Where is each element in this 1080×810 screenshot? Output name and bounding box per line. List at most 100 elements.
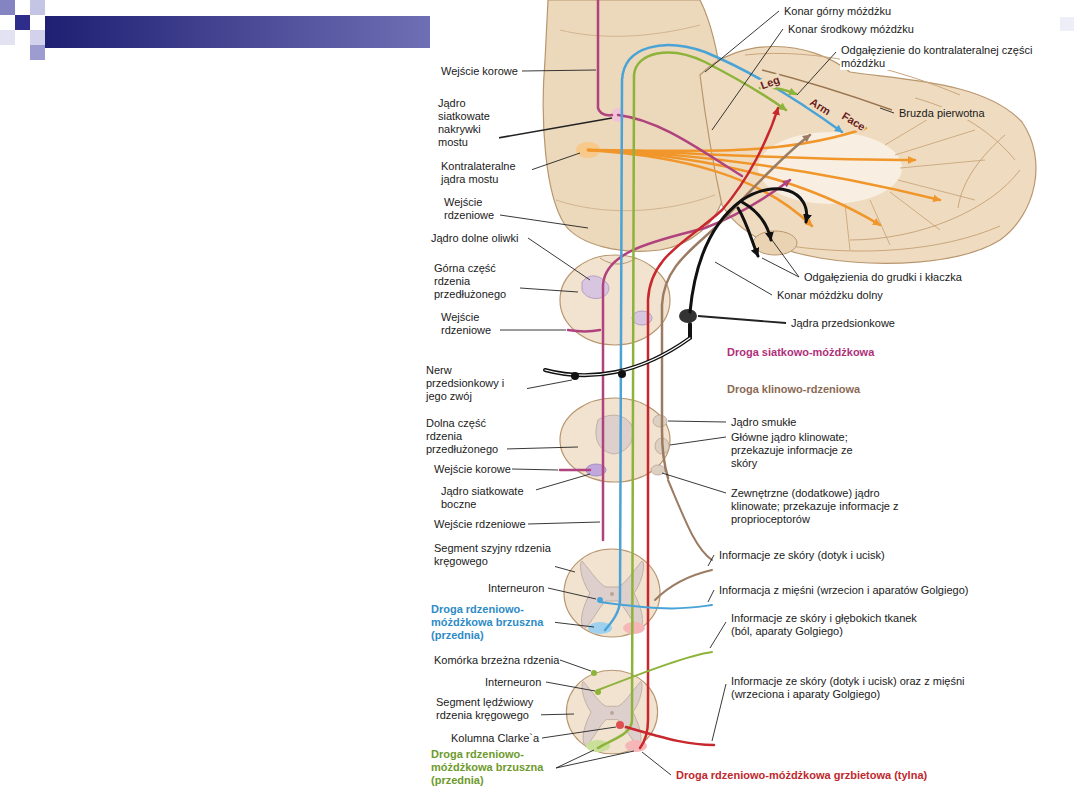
slide-decoration	[45, 16, 430, 48]
tract	[618, 115, 742, 176]
medulla-section	[560, 398, 670, 482]
structure-label: Wejście rdzeniowe	[433, 518, 527, 531]
leader-line	[712, 29, 783, 130]
structure-label: Konar móżdżku dolny	[776, 289, 884, 302]
tract	[662, 135, 810, 478]
structure-label: Informacje ze skóry i głębokich tkanek (…	[730, 612, 918, 638]
cerebellum	[790, 226, 1000, 251]
tract-name: Droga rdzeniowo-móżdżkowa grzbietowa (ty…	[675, 769, 928, 782]
leader-line	[708, 555, 714, 566]
leader-line	[715, 262, 772, 295]
leader-line	[520, 288, 578, 292]
tract	[679, 309, 697, 323]
tract	[560, 469, 590, 472]
spinal-section	[616, 721, 624, 729]
leader-line	[512, 469, 558, 470]
structure-label: Główne jądro klinowate; przekazuje infor…	[730, 431, 870, 470]
tract	[588, 150, 880, 225]
leader-line	[670, 437, 726, 445]
leader-line	[705, 11, 779, 72]
structure-label: Kolumna Clarke`a	[450, 732, 540, 745]
leader-line	[556, 750, 594, 768]
structure-label: Konar środkowy móżdżku	[787, 23, 915, 36]
slide-decoration	[30, 45, 45, 60]
tract	[588, 128, 866, 151]
brainstem	[556, 195, 715, 211]
slide-decoration	[15, 15, 30, 30]
structure-label: Segment lędźwiowy rdzenia kręgowego	[435, 696, 541, 722]
tract	[618, 370, 626, 378]
leader-line	[762, 258, 799, 277]
region-label: Face	[839, 109, 869, 134]
tract	[545, 324, 690, 375]
leader-line	[556, 751, 634, 768]
structure-label: Odgałęzienie do kontralateralnej części …	[840, 44, 1038, 70]
slide-decoration	[0, 30, 15, 45]
cerebellum	[845, 112, 985, 250]
slide-decoration	[1060, 17, 1074, 31]
structure-label: Informacja z mięśni (wrzecion i aparatów…	[718, 584, 969, 597]
leader-line	[880, 108, 894, 113]
structure-label: Wejście korowe	[440, 65, 519, 78]
structure-label: Jądro siatkowate nakrywki mostu	[437, 97, 499, 149]
spinal-section	[588, 622, 612, 634]
structure-label: Interneuron	[487, 582, 545, 595]
tract	[591, 670, 597, 676]
cerebellum	[753, 231, 797, 255]
tract	[605, 45, 842, 630]
medulla-section	[560, 255, 670, 345]
spinal-section	[623, 622, 645, 634]
cerebellum	[850, 170, 1020, 240]
tract-name: Droga rdzeniowo-móżdżkowa brzuszna (prze…	[430, 748, 555, 787]
structure-label: Informacje ze skóry (dotyk i ucisk) oraz…	[730, 675, 1002, 701]
tract	[626, 727, 714, 745]
leader-line	[642, 752, 671, 775]
medulla-section	[560, 255, 670, 345]
brainstem	[560, 25, 700, 36]
leader-line	[710, 622, 726, 648]
leader-line	[522, 70, 596, 71]
structure-label: Nerw przedsionkowy i jego zwój	[425, 364, 527, 403]
structure-label: Jądro siatkowate boczne	[440, 485, 536, 511]
tract	[738, 208, 758, 256]
tract	[655, 570, 712, 600]
medulla-section	[596, 415, 633, 454]
structure-label: Jądra przedsionkowe	[790, 317, 896, 330]
tract	[668, 480, 712, 560]
structure-label: Jądro smukłe	[730, 416, 797, 429]
leader-line	[662, 473, 726, 493]
tract	[603, 180, 790, 540]
structure-label: Interneuron	[484, 676, 542, 689]
tract	[600, 602, 712, 608]
leader-line	[500, 215, 588, 228]
leader-line	[712, 684, 726, 741]
tract-name: Droga siatkowo-móżdżkowa	[726, 346, 875, 359]
structure-label: Konar górny móżdżku	[783, 5, 892, 18]
leader-line	[708, 590, 714, 602]
structure-label: Jądro dolne oliwki	[430, 232, 519, 245]
leader-line	[560, 660, 591, 671]
leader-line	[528, 238, 590, 280]
tract	[598, 652, 712, 690]
leader-line	[505, 447, 578, 449]
spinal-section	[564, 549, 660, 637]
structure-label: Bruzda pierwotna	[898, 107, 986, 120]
leader-line	[772, 240, 799, 277]
spinal-section	[586, 740, 610, 752]
structure-label: Wejście rdzeniowe	[440, 311, 496, 337]
structure-label: Kontralateralne jądra mostu	[440, 160, 532, 186]
slide-decoration	[30, 30, 45, 45]
leader-line	[797, 52, 836, 95]
leader-line	[668, 421, 726, 422]
region-label: Arm	[807, 95, 834, 119]
region-label: Leg	[758, 73, 783, 93]
tract	[568, 330, 600, 332]
leader-line	[500, 330, 566, 331]
tract	[598, 53, 786, 748]
leader-line	[548, 588, 596, 599]
tract	[598, 0, 612, 115]
slide-decoration	[0, 0, 15, 15]
slide-decoration	[30, 0, 45, 15]
tract	[571, 372, 579, 380]
leader-line	[698, 316, 786, 323]
